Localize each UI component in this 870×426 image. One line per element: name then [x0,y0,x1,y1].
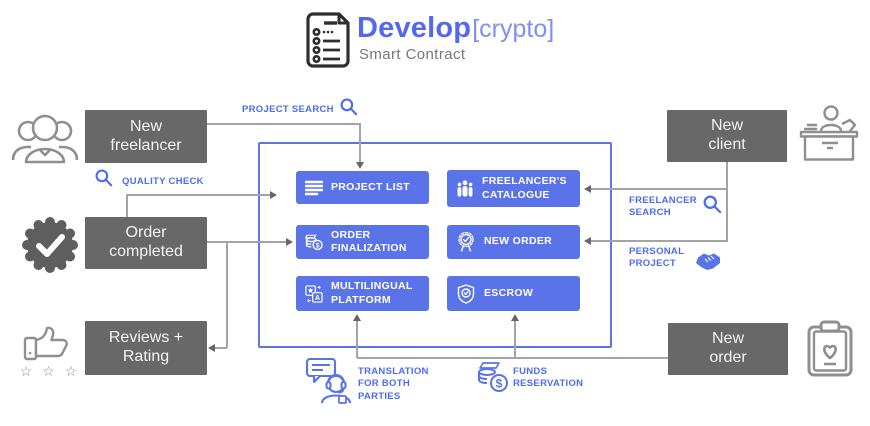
connector-freelancer-to-platform-line [359,123,361,163]
checklist-document-icon [306,12,350,68]
node-new-freelancer-label: New freelancer [110,117,182,154]
label-funds-reservation: FUNDS RESERVATION [513,366,584,390]
connector-quality-check-line [126,194,272,196]
connector-to-reviews-line [226,241,228,348]
label-quality-check: QUALITY CHECK [122,176,204,187]
arrowhead [208,344,215,352]
thumbs-up-stars-icon: ☆ ☆ ☆ [18,326,82,380]
logo-title: Develop[crypto] [357,12,554,45]
tile-order-finalization-label: ORDER FINALIZATION [331,228,407,254]
connector-freelancer-to-platform-line [207,123,360,125]
client-desk-icon [799,105,859,161]
tile-multilingual-platform-label: MULTILINGUAL PLATFORM [331,280,413,306]
svg-text:A: A [315,293,320,302]
search-icon [95,169,113,187]
node-reviews-rating-label: Reviews + Rating [108,329,184,365]
tile-new-order: NEW ORDER [447,225,580,259]
tile-project-list-label: PROJECT LIST [331,180,410,193]
translator-icon [305,357,352,404]
connector-freelancer-search-line [590,188,727,190]
tile-freelancers-catalogue: FREELANCER'S CATALOGUE [447,170,580,207]
label-translation: TRANSLATION FOR BOTH PARTIES [358,366,429,402]
connector-personal-project-line [590,240,727,242]
label-freelancer-search: FREELANCER SEARCH [629,195,697,219]
node-new-client-label: New client [708,117,746,153]
node-new-order-label: New order [709,330,747,366]
search-icon [703,195,722,214]
tile-order-finalization: $ ORDER FINALIZATION [296,225,429,259]
connector-new-client-line [726,162,728,242]
tile-new-order-label: NEW ORDER [484,235,553,248]
node-reviews-rating: Reviews + Rating [85,321,207,375]
node-new-order: New order [668,323,788,375]
handshake-icon [696,253,720,270]
award-badge-icon [458,232,474,252]
logo-title-bold: Develop [357,12,472,44]
connector-order-completed-line [207,241,288,243]
arrowhead [584,237,591,245]
funds-coins-icon: $ [478,362,508,392]
node-order-completed: Order completed [85,217,207,269]
connector-new-order-line [357,357,668,359]
label-personal-project: PERSONAL PROJECT [629,246,685,270]
arrowhead [286,238,293,246]
people-icon [457,180,473,197]
list-icon [305,180,323,195]
label-project-search: PROJECT SEARCH [242,104,334,115]
arrowhead [511,314,519,321]
arrowhead [584,185,591,193]
tile-escrow-label: ESCROW [484,286,534,299]
completed-badge-icon [22,217,78,273]
connector-to-reviews-line [214,347,227,349]
node-new-client: New client [667,110,787,162]
rating-stars: ☆ ☆ ☆ [19,363,81,379]
clipboard-heart-icon [807,320,853,377]
tile-freelancers-catalogue-label: FREELANCER'S CATALOGUE [482,175,567,201]
connector-translation-line [356,320,358,358]
node-new-freelancer: New freelancer [85,110,207,163]
tile-project-list: PROJECT LIST [296,171,429,204]
arrowhead [356,162,364,169]
svg-text:$: $ [316,242,320,249]
logo-subtitle: Smart Contract [359,46,466,63]
coins-icon: $ [305,234,323,251]
svg-text:$: $ [496,376,503,390]
node-order-completed-label: Order completed [109,224,183,260]
search-icon [340,98,358,116]
arrowhead [270,191,277,199]
connector-quality-check-line [126,195,128,217]
tile-multilingual-platform: A MULTILINGUAL PLATFORM [296,276,429,311]
translate-icon: A [305,284,323,303]
team-icon [11,114,79,164]
tile-escrow: ESCROW [447,276,580,311]
logo-title-bracket: [crypto] [472,15,555,43]
shield-check-icon [457,283,475,304]
connector-funds-line [514,320,516,358]
arrowhead [353,314,361,321]
